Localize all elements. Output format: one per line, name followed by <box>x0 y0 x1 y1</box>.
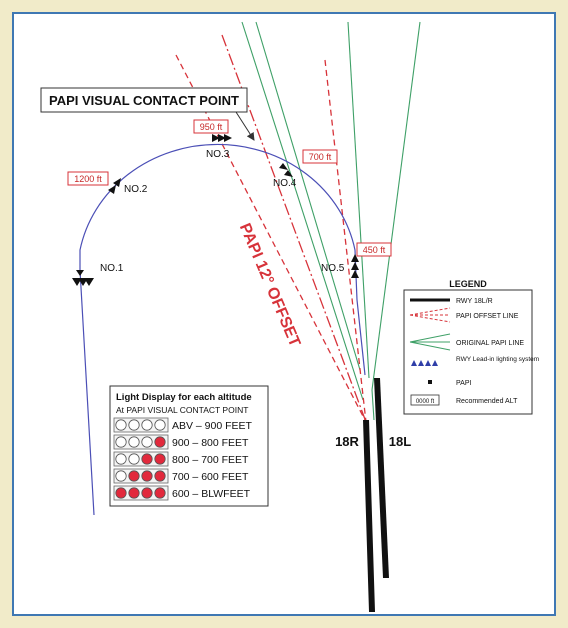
original-papi-lines <box>241 21 421 421</box>
legend-title: LEGEND <box>449 279 487 289</box>
legend: LEGEND RWY 18L/R PAPI OFFSET LINE ORIGIN… <box>403 279 539 415</box>
papi-offset-line <box>324 59 367 423</box>
papi-white-light <box>115 436 127 448</box>
runway-18r <box>363 420 375 612</box>
light-row-label: 700 – 600 FEET <box>172 471 249 483</box>
light-row-label: 900 – 800 FEET <box>172 437 249 449</box>
light-rows: ABV – 900 FEET 900 – 800 FEET 800 – 700 FE… <box>113 417 253 501</box>
papi-red-light <box>128 487 140 499</box>
point-label-no1: NO.1 <box>100 263 124 274</box>
contact-point-callout: PAPI VISUAL CONTACT POINT <box>40 87 255 141</box>
legend-label-altitude: Recommended ALT <box>456 398 518 405</box>
legend-label-runway: RWY 18L/R <box>456 298 493 305</box>
contact-point-label: PAPI VISUAL CONTACT POINT <box>49 93 239 108</box>
legend-label-lead-in: RWY Lead-in lighting system <box>456 356 539 363</box>
legend-label-original: ORIGINAL PAPI LINE <box>456 340 524 347</box>
light-display-subtitle: At PAPI VISUAL CONTACT POINT <box>116 405 248 415</box>
original-papi-line <box>255 21 361 371</box>
runway-label-18l: 18L <box>389 434 411 449</box>
altitude-box-no2 <box>67 171 109 186</box>
arrow-marker-no5 <box>351 254 359 278</box>
papi-red-light <box>141 453 153 465</box>
point-label-no2: NO.2 <box>124 184 148 195</box>
light-row-label: ABV – 900 FEET <box>172 420 253 432</box>
runway-18l <box>374 378 389 578</box>
light-row-frame <box>113 434 169 450</box>
approach-curve <box>79 143 366 516</box>
light-row-label: 800 – 700 FEET <box>172 454 249 466</box>
legend-label-papi: PAPI <box>456 380 471 387</box>
arrow-marker-no3 <box>212 134 232 142</box>
papi-square-icon <box>428 380 432 384</box>
papi-red-light <box>154 470 166 482</box>
light-row-label: 600 – BLWFEET <box>172 488 251 500</box>
legend-label-offset: PAPI OFFSET LINE <box>456 313 519 320</box>
light-row-frame <box>113 417 169 433</box>
altitude-box-icon <box>410 394 440 406</box>
papi-red-light <box>128 470 140 482</box>
papi-white-light <box>128 419 140 431</box>
papi-offset-line-icon <box>409 307 451 323</box>
papi-white-light <box>115 453 127 465</box>
legend-label-lead-in-text: RWY Lead-in lighting system <box>456 356 539 363</box>
point-label-no4: NO.4 <box>273 178 297 189</box>
papi-white-light <box>141 436 153 448</box>
altitude-label-no2: 1200 ft <box>74 174 102 184</box>
light-display-title: Light Display for each altitude <box>116 392 252 403</box>
papi-white-light <box>115 419 127 431</box>
altitude-box-no4 <box>302 149 338 164</box>
light-row: ABV – 900 FEET <box>113 417 253 433</box>
approach-points: NO.1 1200 ft NO.2 950 ft NO.3 700 ft NO.… <box>67 119 392 274</box>
original-papi-line <box>371 21 421 391</box>
lead-in-lighting-icon <box>411 360 438 366</box>
legend-altitude-sample: 0000 ft <box>416 399 435 405</box>
arrow-marker-no1 <box>72 270 94 286</box>
papi-offset-line <box>175 54 367 423</box>
light-row-frame <box>113 468 169 484</box>
light-row-frame <box>113 485 169 501</box>
papi-red-light <box>141 470 153 482</box>
papi-white-light <box>141 419 153 431</box>
contact-point-pointer <box>235 111 255 141</box>
light-row: 600 – BLWFEET <box>113 485 251 501</box>
papi-red-light <box>154 436 166 448</box>
papi-red-light <box>115 487 127 499</box>
papi-white-light <box>128 436 140 448</box>
papi-white-light <box>115 470 127 482</box>
papi-white-light <box>154 419 166 431</box>
light-row: 800 – 700 FEET <box>113 451 249 467</box>
arrow-marker-no4 <box>279 163 293 177</box>
altitude-label-no4: 700 ft <box>309 152 332 162</box>
light-row-frame <box>113 451 169 467</box>
direction-arrows <box>72 134 359 286</box>
altitude-label-no5: 450 ft <box>363 245 386 255</box>
altitude-box-no3 <box>193 119 229 134</box>
original-papi-line <box>371 389 375 421</box>
altitude-label-no3: 950 ft <box>200 122 223 132</box>
papi-unit-icon <box>366 428 369 431</box>
point-label-no3: NO.3 <box>206 149 230 160</box>
light-display-panel: Light Display for each altitude At PAPI … <box>109 385 269 507</box>
original-papi-line <box>241 21 364 401</box>
original-papi-line <box>347 21 370 379</box>
light-row: 900 – 800 FEET <box>113 434 249 450</box>
runways: 18R 18L <box>335 378 411 612</box>
light-row: 700 – 600 FEET <box>113 468 249 484</box>
original-papi-line-icon <box>409 333 451 351</box>
arrow-marker-no2 <box>108 178 121 194</box>
papi-red-light <box>141 487 153 499</box>
altitude-box-no5 <box>356 242 392 257</box>
point-label-no5: NO.5 <box>321 263 345 274</box>
papi-red-light <box>154 453 166 465</box>
legend-box <box>403 289 533 415</box>
papi-red-light <box>154 487 166 499</box>
papi-white-light <box>128 453 140 465</box>
runway-label-18r: 18R <box>335 434 359 449</box>
